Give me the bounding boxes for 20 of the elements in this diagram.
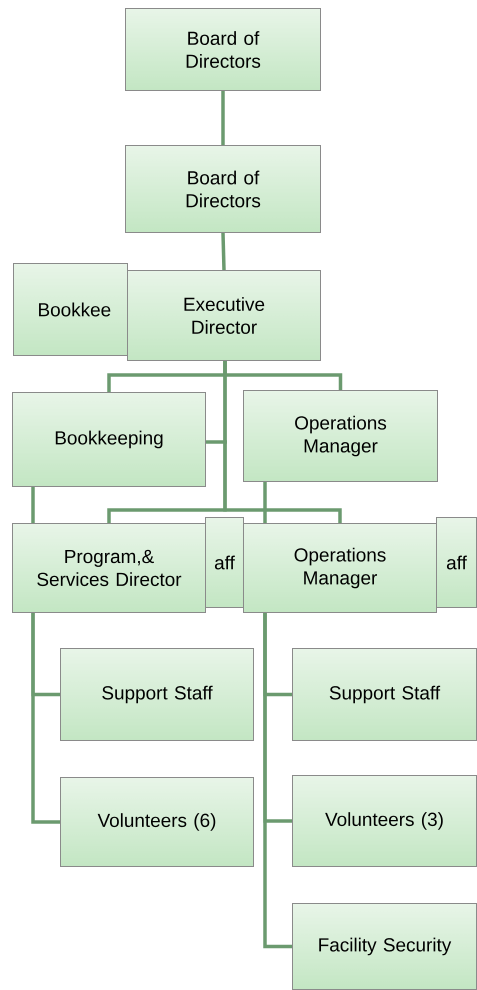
connector-line — [263, 613, 292, 948]
connector-line — [221, 232, 226, 270]
org-box: aff — [436, 517, 477, 608]
org-box: Volunteers (6) — [60, 777, 254, 867]
org-box: Support Staff — [60, 648, 254, 741]
org-box: Support Staff — [292, 648, 477, 741]
connector-line — [263, 482, 267, 523]
connector-line — [223, 361, 342, 523]
org-box: Board of Directors — [125, 145, 321, 233]
connector-line — [221, 91, 225, 145]
connector-line — [31, 613, 60, 824]
org-box: Executive Director — [127, 270, 321, 361]
connector-line — [31, 487, 35, 523]
org-box: Volunteers (3) — [292, 775, 477, 867]
org-box: Operations Manager — [243, 390, 438, 482]
org-box: aff — [205, 517, 244, 608]
org-box: Bookkee — [13, 263, 128, 356]
org-box: Board of Directors — [125, 8, 321, 91]
org-box: Facility Security — [292, 903, 477, 990]
org-box: Bookkeeping — [12, 392, 206, 487]
